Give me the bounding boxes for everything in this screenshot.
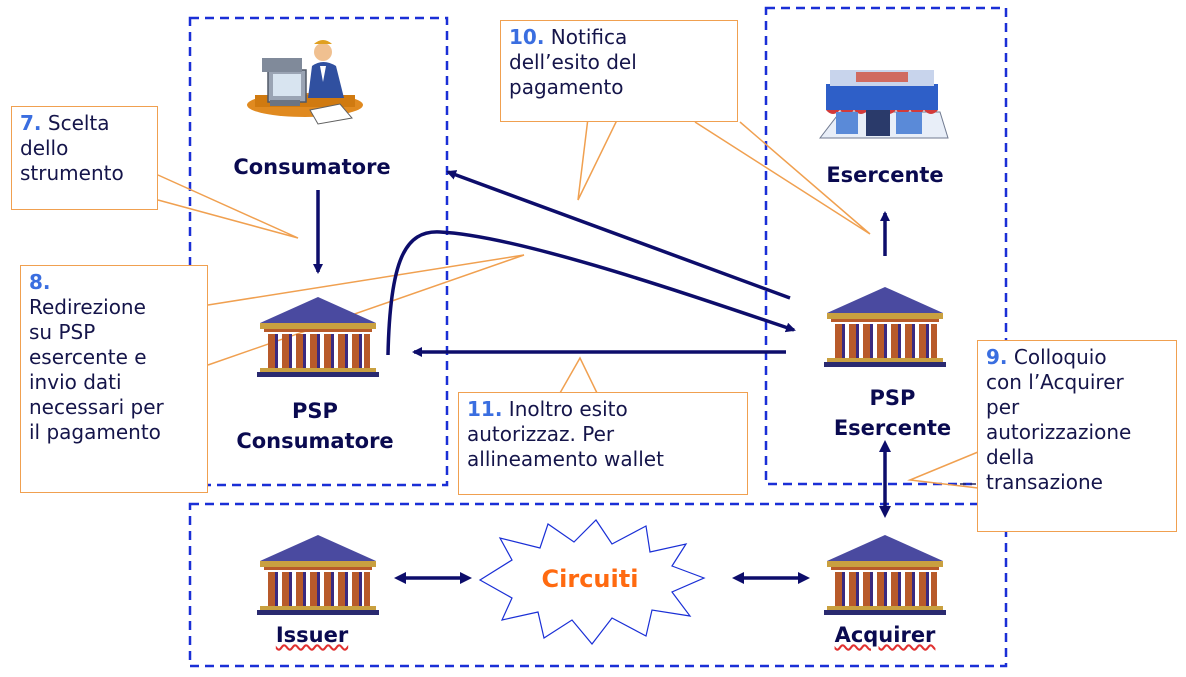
- callout-10-number: 10.: [509, 25, 545, 49]
- merchant-side-frame: [764, 6, 1008, 486]
- consumer-side-frame: [188, 16, 449, 487]
- callout-9-line3: per: [986, 395, 1020, 419]
- callout-9-pointer: [907, 451, 979, 489]
- callout-10-pointer-right: [694, 121, 871, 235]
- starburst-icon: [478, 519, 706, 645]
- callout-8-number: 8.: [29, 270, 51, 294]
- callout-10-line2: dell’esito del: [509, 50, 637, 74]
- callout-10-line3: pagamento: [509, 75, 624, 99]
- psp-esercente-line1: PSP: [869, 386, 916, 410]
- psp-consumatore-line1: PSP: [292, 399, 338, 423]
- callout-7-pointer: [157, 174, 299, 239]
- arrow-redirect-curve: [386, 230, 796, 356]
- callout-11-number: 11.: [467, 397, 503, 421]
- callout-8-line1: Redirezione: [29, 295, 146, 319]
- esercente-label: Esercente: [826, 163, 944, 187]
- person-at-computer-icon: [247, 40, 363, 125]
- psp-esercente-label: PSP Esercente: [805, 383, 980, 443]
- bank-icon-psp-consumatore: [257, 297, 379, 377]
- callout-10-line1: Notifica: [544, 25, 628, 49]
- callout-8-line5: necessari per: [29, 395, 164, 419]
- bank-icon-issuer: [257, 535, 379, 615]
- callout-7-line2: dello: [20, 136, 69, 160]
- callout-9-number: 9.: [986, 345, 1008, 369]
- callout-7-line1: Scelta: [41, 111, 110, 135]
- callout-8: 8. Redirezione su PSP esercente e invio …: [20, 265, 208, 493]
- circuits-frame: [188, 502, 1008, 668]
- bank-icon-psp-esercente: [824, 287, 946, 367]
- callout-7-line3: strumento: [20, 161, 124, 185]
- bank-icon-acquirer: [824, 535, 946, 615]
- callout-11-pointer: [559, 356, 598, 394]
- callout-9-line2: con l’Acquirer: [986, 370, 1124, 394]
- issuer-label: Issuer: [275, 623, 349, 647]
- callout-7-number: 7.: [20, 111, 42, 135]
- callout-7: 7. Scelta dello strumento: [11, 106, 158, 210]
- psp-consumatore-label: PSP Consumatore: [220, 396, 410, 456]
- arrow-notify-consumer: [446, 170, 791, 300]
- callout-11: 11. Inoltro esito autorizzaz. Per alline…: [458, 392, 748, 495]
- callout-9: 9. Colloquio con l’Acquirer per autorizz…: [977, 340, 1177, 532]
- callout-9-line5: della: [986, 445, 1035, 469]
- callout-10-pointer-left: [577, 117, 619, 201]
- acquirer-label: Acquirer: [834, 623, 936, 647]
- storefront-icon: [818, 70, 949, 139]
- callout-8-line6: il pagamento: [29, 420, 161, 444]
- callout-8-line2: su PSP: [29, 320, 96, 344]
- consumatore-label: Consumatore: [233, 155, 391, 179]
- callout-9-line4: autorizzazione: [986, 420, 1132, 444]
- callout-9-line1: Colloquio: [1007, 345, 1107, 369]
- callout-11-line3: allineamento wallet: [467, 447, 664, 471]
- callout-8-line4: invio dati: [29, 370, 122, 394]
- callout-10: 10. Notifica dell’esito del pagamento: [500, 20, 738, 122]
- circuiti-label: Circuiti: [541, 565, 639, 593]
- callout-9-line6: transazione: [986, 470, 1103, 494]
- callout-11-line1: Inoltro esito: [502, 397, 628, 421]
- psp-consumatore-line2: Consumatore: [236, 429, 394, 453]
- callout-11-line2: autorizzaz. Per: [467, 422, 615, 446]
- psp-esercente-line2: Esercente: [833, 416, 952, 440]
- callout-8-line3: esercente e: [29, 345, 147, 369]
